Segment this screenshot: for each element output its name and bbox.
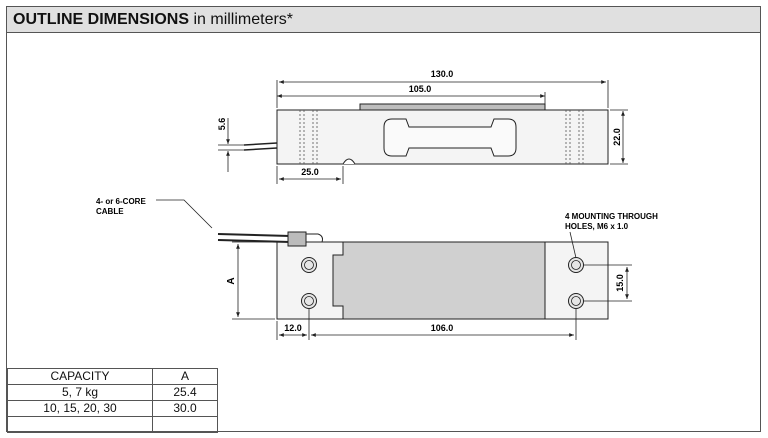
table-row: 10, 15, 20, 30 30.0	[7, 400, 218, 417]
side-view	[243, 103, 609, 165]
top-plate	[359, 103, 546, 111]
cable-callout-line1: 4- or 6-CORE	[96, 197, 146, 206]
capacity-cell: 5, 7 kg	[7, 384, 153, 401]
holes-callout-line1: 4 MOUNTING THROUGH	[565, 212, 658, 221]
side-cable	[243, 142, 278, 151]
mounting-hole-top-left	[301, 257, 317, 273]
a-value-cell: 30.0	[152, 400, 218, 417]
mounting-hole-bottom-right	[568, 293, 584, 309]
mounting-hole-bottom-left	[301, 293, 317, 309]
dim-hole-pitch: 106.0	[431, 323, 454, 333]
outline-dimensions-panel: OUTLINE DIMENSIONS in millimeters*	[6, 6, 761, 432]
dim-overall-length: 130.0	[431, 69, 454, 79]
panel-title-rest: in millimeters*	[189, 11, 294, 28]
plan-view	[217, 231, 609, 320]
table-header-row: CAPACITY A	[7, 368, 218, 385]
dim-height: 22.0	[612, 128, 622, 146]
panel-title: OUTLINE DIMENSIONS in millimeters*	[13, 11, 293, 29]
dim-notch-offset: 25.0	[301, 167, 319, 177]
dim-cable-offset: 5.6	[217, 118, 227, 131]
dim-hole-spacing: 15.0	[615, 274, 625, 292]
dumbbell-cutout	[383, 118, 517, 157]
capacity-cell: 10, 15, 20, 30	[7, 400, 153, 417]
bottom-notch	[342, 158, 356, 165]
cable-leader	[156, 199, 213, 229]
dim-end-offset: 12.0	[284, 323, 302, 333]
a-value-cell: 25.4	[152, 384, 218, 401]
dim-top-length: 105.0	[409, 84, 432, 94]
header-capacity: CAPACITY	[7, 368, 153, 385]
side-hatch-right	[565, 110, 584, 164]
header-a: A	[152, 368, 218, 385]
gage-face	[332, 241, 546, 320]
holes-leader	[569, 231, 577, 259]
holes-callout-line2: HOLES, M6 x 1.0	[565, 222, 629, 231]
panel-title-bold: OUTLINE DIMENSIONS	[13, 11, 190, 28]
side-hatch-left	[299, 110, 318, 164]
plan-cable	[217, 231, 323, 247]
plan-dimensions	[232, 241, 632, 340]
side-dimensions	[218, 80, 628, 184]
table-row	[7, 416, 218, 433]
capacity-cell	[7, 416, 153, 433]
capacity-table: CAPACITY A 5, 7 kg 25.4 10, 15, 20, 30 3…	[7, 368, 218, 433]
table-row: 5, 7 kg 25.4	[7, 384, 218, 401]
mounting-hole-top-right	[568, 257, 584, 273]
dim-width-a: A	[226, 277, 237, 284]
panel-header: OUTLINE DIMENSIONS in millimeters*	[7, 7, 760, 33]
a-value-cell	[152, 416, 218, 433]
cable-callout-line2: CABLE	[96, 207, 124, 216]
